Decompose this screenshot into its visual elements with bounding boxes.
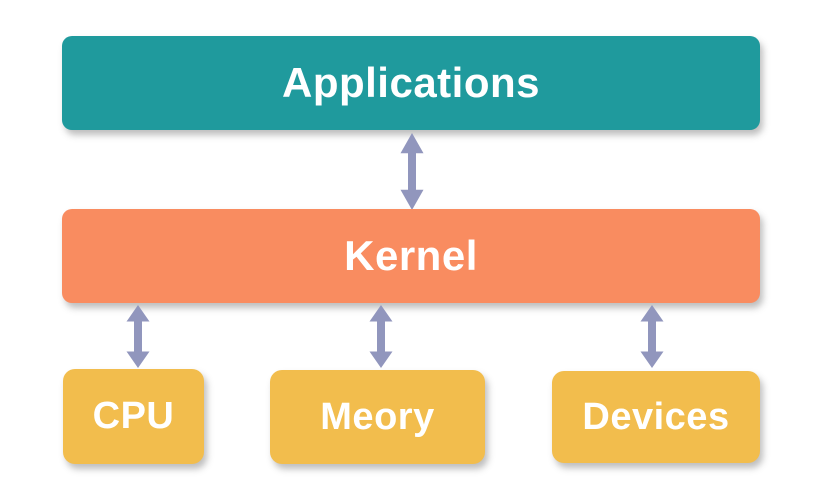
memory-label: Meory bbox=[320, 395, 435, 438]
applications-node: Applications bbox=[62, 36, 760, 130]
applications-label: Applications bbox=[281, 59, 541, 106]
memory-node: Meory bbox=[270, 370, 485, 464]
arrow-shape bbox=[640, 305, 664, 368]
devices-node: Devices bbox=[552, 371, 760, 463]
arrow-shape bbox=[126, 305, 150, 368]
arrow-shape bbox=[369, 305, 393, 368]
cpu-label: CPU bbox=[92, 395, 175, 437]
devices-label: Devices bbox=[582, 395, 730, 438]
arrow-shape bbox=[400, 133, 424, 210]
kernel-node: Kernel bbox=[62, 209, 760, 303]
bidirectional-arrow-kernel-cpu bbox=[126, 305, 150, 368]
bidirectional-arrow-applications-kernel bbox=[400, 133, 424, 210]
bidirectional-arrow-kernel-devices bbox=[640, 305, 664, 368]
bidirectional-arrow-kernel-memory bbox=[369, 305, 393, 368]
cpu-node: CPU bbox=[63, 369, 204, 464]
kernel-label: Kernel bbox=[344, 232, 478, 279]
